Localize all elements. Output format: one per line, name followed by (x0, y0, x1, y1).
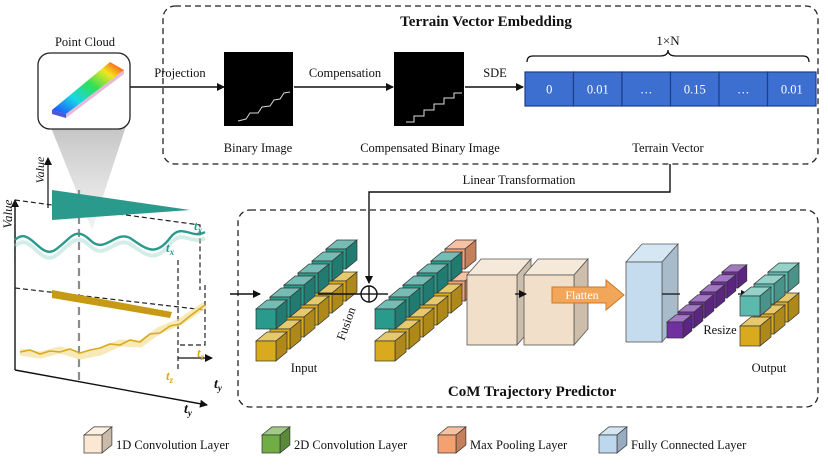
vector-cell: 0.01 (766, 71, 817, 107)
resize-label: Resize (703, 323, 737, 337)
ty-label-front: ty (184, 402, 193, 418)
fused-gold-cube (374, 331, 407, 362)
linear-transformation-arrow (365, 164, 671, 284)
gold-trajectory-shadow (19, 302, 207, 360)
vector-cell-value: 0.15 (684, 83, 706, 97)
fused-teal-cube (374, 299, 407, 330)
compensation-label: Compensation (309, 66, 382, 80)
compensated-image-caption: Compensated Binary Image (360, 141, 500, 155)
legend-swatch (83, 426, 113, 454)
vector-cell: 0 (524, 71, 575, 107)
vector-cell: 0.01 (572, 71, 623, 107)
fusion-label: Fusion (334, 305, 359, 342)
left-plots: Value Value tx tx tz tz ty ty (0, 156, 223, 418)
legend-swatch (437, 426, 467, 454)
teal-trajectory-shadow (13, 235, 207, 260)
input-gold-cube (255, 331, 288, 362)
teal-terrain-wedge (52, 190, 190, 220)
vector-cell: … (621, 71, 672, 107)
output-gold-cube (739, 316, 772, 347)
trajectory-predictor-panel: CoM Trajectory Predictor Fusion Flatten … (230, 209, 819, 408)
compensated-binary-image (394, 52, 464, 126)
vector-brace (526, 49, 810, 63)
flatten-label: Flatten (565, 288, 598, 302)
predictor-dashed-frame (237, 209, 819, 408)
vector-cell-value: 0.01 (781, 83, 803, 97)
resize-purple-cube (666, 314, 693, 339)
point-cloud-image (52, 62, 124, 118)
value-axis-label: Value (0, 199, 15, 228)
legend-item: 1D Convolution Layer (83, 426, 230, 454)
gold-trajectory-curve (19, 304, 206, 355)
point-cloud-title: Point Cloud (55, 35, 116, 49)
time-axis-front (14, 369, 208, 408)
conv1d-layer-1 (466, 257, 532, 347)
legend-label: Max Pooling Layer (470, 438, 568, 452)
tz-label-b: tz (166, 368, 174, 385)
tx-label-mid: tx (166, 240, 175, 257)
vector-cell: … (718, 71, 769, 107)
legend-swatch (598, 426, 628, 454)
sde-label: SDE (483, 66, 507, 80)
point-cloud-cone (48, 120, 128, 230)
legend-item: Fully Connected Layer (598, 426, 747, 454)
binary-image (224, 52, 293, 126)
plot2-frame (14, 285, 206, 346)
vector-cell-value: 0 (546, 83, 552, 97)
embedding-dashed-frame (162, 5, 819, 165)
input-label: Input (291, 361, 318, 375)
legend-label: Fully Connected Layer (631, 438, 747, 452)
terrain-vector: 0 0.01 … 0.15 … 0.01 (524, 71, 817, 107)
legend-swatch (261, 426, 291, 454)
projection-label: Projection (154, 66, 206, 80)
vector-dim-label: 1×N (656, 33, 680, 48)
legend-item: 2D Convolution Layer (261, 426, 408, 454)
vector-cell-value: … (737, 83, 750, 97)
tz-label-a: tz (197, 345, 205, 362)
binary-image-caption: Binary Image (224, 141, 293, 155)
vector-cell-value: 0.01 (587, 83, 609, 97)
small-value-axis-label: Value (33, 156, 47, 183)
input-teal-cube (255, 299, 288, 330)
tx-label-top: tx (194, 218, 203, 235)
output-teal-cube (739, 286, 772, 317)
predictor-title: CoM Trajectory Predictor (448, 384, 617, 400)
vector-cell-value: … (640, 83, 653, 97)
vector-cell: 0.15 (669, 71, 720, 107)
gold-terrain-band (52, 290, 172, 318)
teal-trajectory-curve (14, 229, 206, 253)
plot1-frame (14, 199, 201, 290)
ty-label-back: ty (214, 377, 223, 393)
legend-item: Max Pooling Layer (437, 426, 568, 454)
legend-label: 1D Convolution Layer (116, 438, 230, 452)
flatten-arrow: Flatten (551, 278, 625, 312)
legend: 1D Convolution Layer 2D Convolution Layer… (83, 426, 747, 454)
legend-label: 2D Convolution Layer (294, 438, 408, 452)
linear-transformation-label: Linear Transformation (463, 173, 577, 187)
terrain-embedding-panel: Terrain Vector Embedding Projection Bina… (128, 5, 819, 165)
embedding-title: Terrain Vector Embedding (400, 14, 572, 30)
terrain-vector-caption: Terrain Vector (632, 141, 704, 155)
output-label: Output (752, 361, 787, 375)
